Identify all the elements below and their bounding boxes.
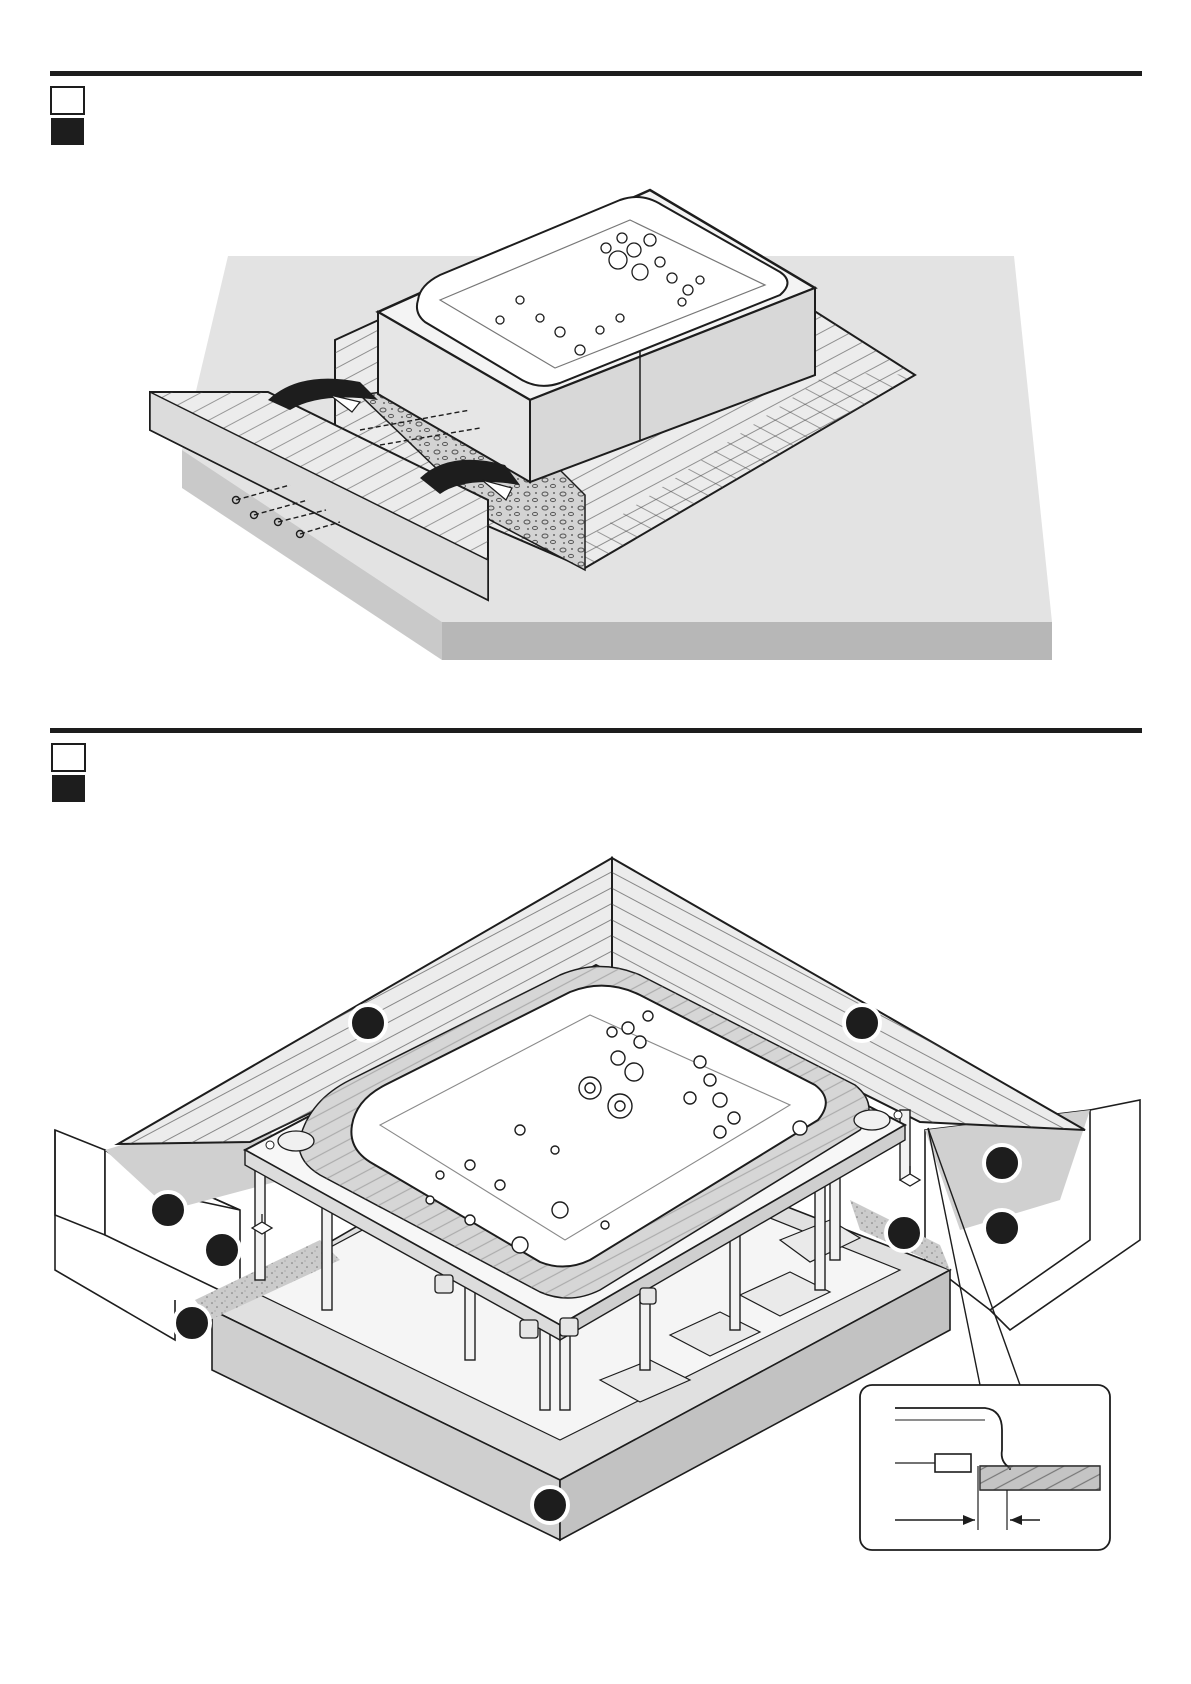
legend-filled-square-icon bbox=[52, 775, 85, 802]
callout-marker-3 bbox=[150, 1192, 186, 1228]
detail-inset bbox=[860, 1385, 1110, 1550]
legend-empty-square-icon bbox=[52, 744, 85, 771]
callout-marker-6 bbox=[984, 1145, 1020, 1181]
step-bottom-section bbox=[50, 728, 1142, 1550]
callout-marker-9 bbox=[532, 1487, 568, 1523]
section-divider-bottom bbox=[50, 728, 1142, 733]
callout-marker-4 bbox=[204, 1232, 240, 1268]
callout-marker-7 bbox=[984, 1210, 1020, 1246]
legend-empty-square-icon bbox=[51, 87, 84, 114]
callout-marker-5 bbox=[174, 1305, 210, 1341]
step-top-section bbox=[50, 71, 1142, 660]
callout-marker-2 bbox=[844, 1005, 880, 1041]
callout-marker-1 bbox=[350, 1005, 386, 1041]
callout-marker-8 bbox=[886, 1215, 922, 1251]
legend-filled-square-icon bbox=[51, 118, 84, 145]
section-divider-top bbox=[50, 71, 1142, 76]
